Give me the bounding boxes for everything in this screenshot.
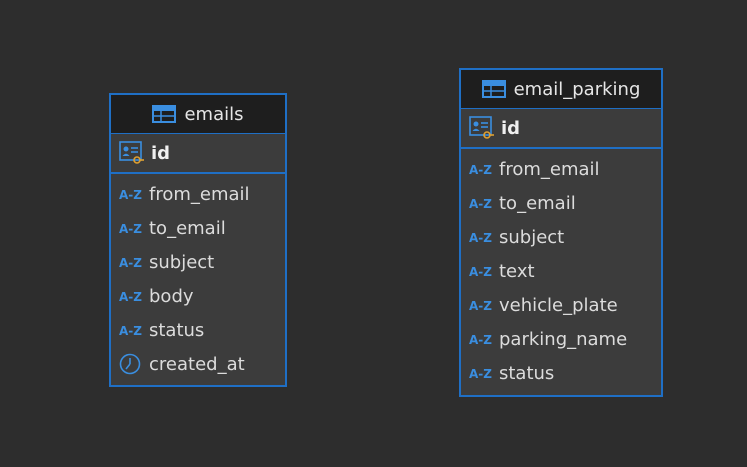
svg-text:A-Z: A-Z [469, 367, 492, 380]
string-az-icon: A-Z [119, 221, 143, 235]
svg-text:A-Z: A-Z [469, 231, 492, 244]
string-az-icon: A-Z [469, 230, 493, 244]
svg-text:A-Z: A-Z [119, 222, 142, 235]
primary-key-row[interactable]: id [461, 109, 661, 149]
field-name: text [499, 260, 535, 282]
entity-name: emails [184, 103, 244, 125]
field-name: to_email [499, 192, 576, 214]
string-az-icon: A-Z [469, 298, 493, 312]
primary-key-row[interactable]: id [111, 134, 285, 174]
field-row[interactable]: A-Z from_email [111, 177, 285, 211]
field-name: parking_name [499, 328, 628, 350]
entity-email-parking[interactable]: email_parking id A-Z from_email A-Z to_e… [459, 68, 663, 397]
field-row[interactable]: A-Z subject [111, 245, 285, 279]
field-list: A-Z from_email A-Z to_email A-Z subject … [111, 174, 285, 381]
field-name: status [499, 362, 555, 384]
field-name: subject [149, 251, 215, 273]
entity-header[interactable]: emails [111, 95, 285, 134]
field-name: from_email [499, 158, 600, 180]
string-az-icon: A-Z [469, 196, 493, 210]
entity-header[interactable]: email_parking [461, 70, 661, 109]
svg-text:A-Z: A-Z [469, 333, 492, 346]
string-az-icon: A-Z [119, 323, 143, 337]
field-row[interactable]: A-Z status [111, 313, 285, 347]
svg-text:A-Z: A-Z [469, 299, 492, 312]
field-name: status [149, 319, 205, 341]
string-az-icon: A-Z [469, 264, 493, 278]
svg-text:A-Z: A-Z [119, 188, 142, 201]
entity-name: email_parking [513, 78, 641, 100]
field-row[interactable]: A-Z to_email [461, 186, 661, 220]
field-row[interactable]: created_at [111, 347, 285, 381]
primary-key-icon [469, 116, 495, 140]
string-az-icon: A-Z [119, 187, 143, 201]
entity-emails[interactable]: emails id A-Z from_email A-Z to_email A-… [109, 93, 287, 387]
primary-key-icon [119, 141, 145, 165]
field-name: subject [499, 226, 565, 248]
field-row[interactable]: A-Z from_email [461, 152, 661, 186]
field-row[interactable]: A-Z parking_name [461, 322, 661, 356]
field-row[interactable]: A-Z subject [461, 220, 661, 254]
svg-text:A-Z: A-Z [469, 265, 492, 278]
svg-text:A-Z: A-Z [119, 290, 142, 303]
svg-text:A-Z: A-Z [119, 256, 142, 269]
field-row[interactable]: A-Z text [461, 254, 661, 288]
svg-text:A-Z: A-Z [469, 197, 492, 210]
field-name: created_at [149, 353, 245, 375]
string-az-icon: A-Z [119, 289, 143, 303]
field-name: body [149, 285, 194, 307]
string-az-icon: A-Z [469, 366, 493, 380]
field-list: A-Z from_email A-Z to_email A-Z subject … [461, 149, 661, 390]
svg-text:A-Z: A-Z [469, 163, 492, 176]
clock-icon [119, 353, 143, 375]
table-icon [152, 105, 177, 123]
field-name: vehicle_plate [499, 294, 618, 316]
field-row[interactable]: A-Z to_email [111, 211, 285, 245]
field-row[interactable]: A-Z status [461, 356, 661, 390]
string-az-icon: A-Z [469, 162, 493, 176]
field-row[interactable]: A-Z vehicle_plate [461, 288, 661, 322]
svg-text:A-Z: A-Z [119, 324, 142, 337]
field-name: to_email [149, 217, 226, 239]
primary-key-name: id [151, 142, 171, 164]
string-az-icon: A-Z [119, 255, 143, 269]
field-name: from_email [149, 183, 250, 205]
primary-key-name: id [501, 117, 521, 139]
string-az-icon: A-Z [469, 332, 493, 346]
field-row[interactable]: A-Z body [111, 279, 285, 313]
table-icon [481, 80, 506, 98]
